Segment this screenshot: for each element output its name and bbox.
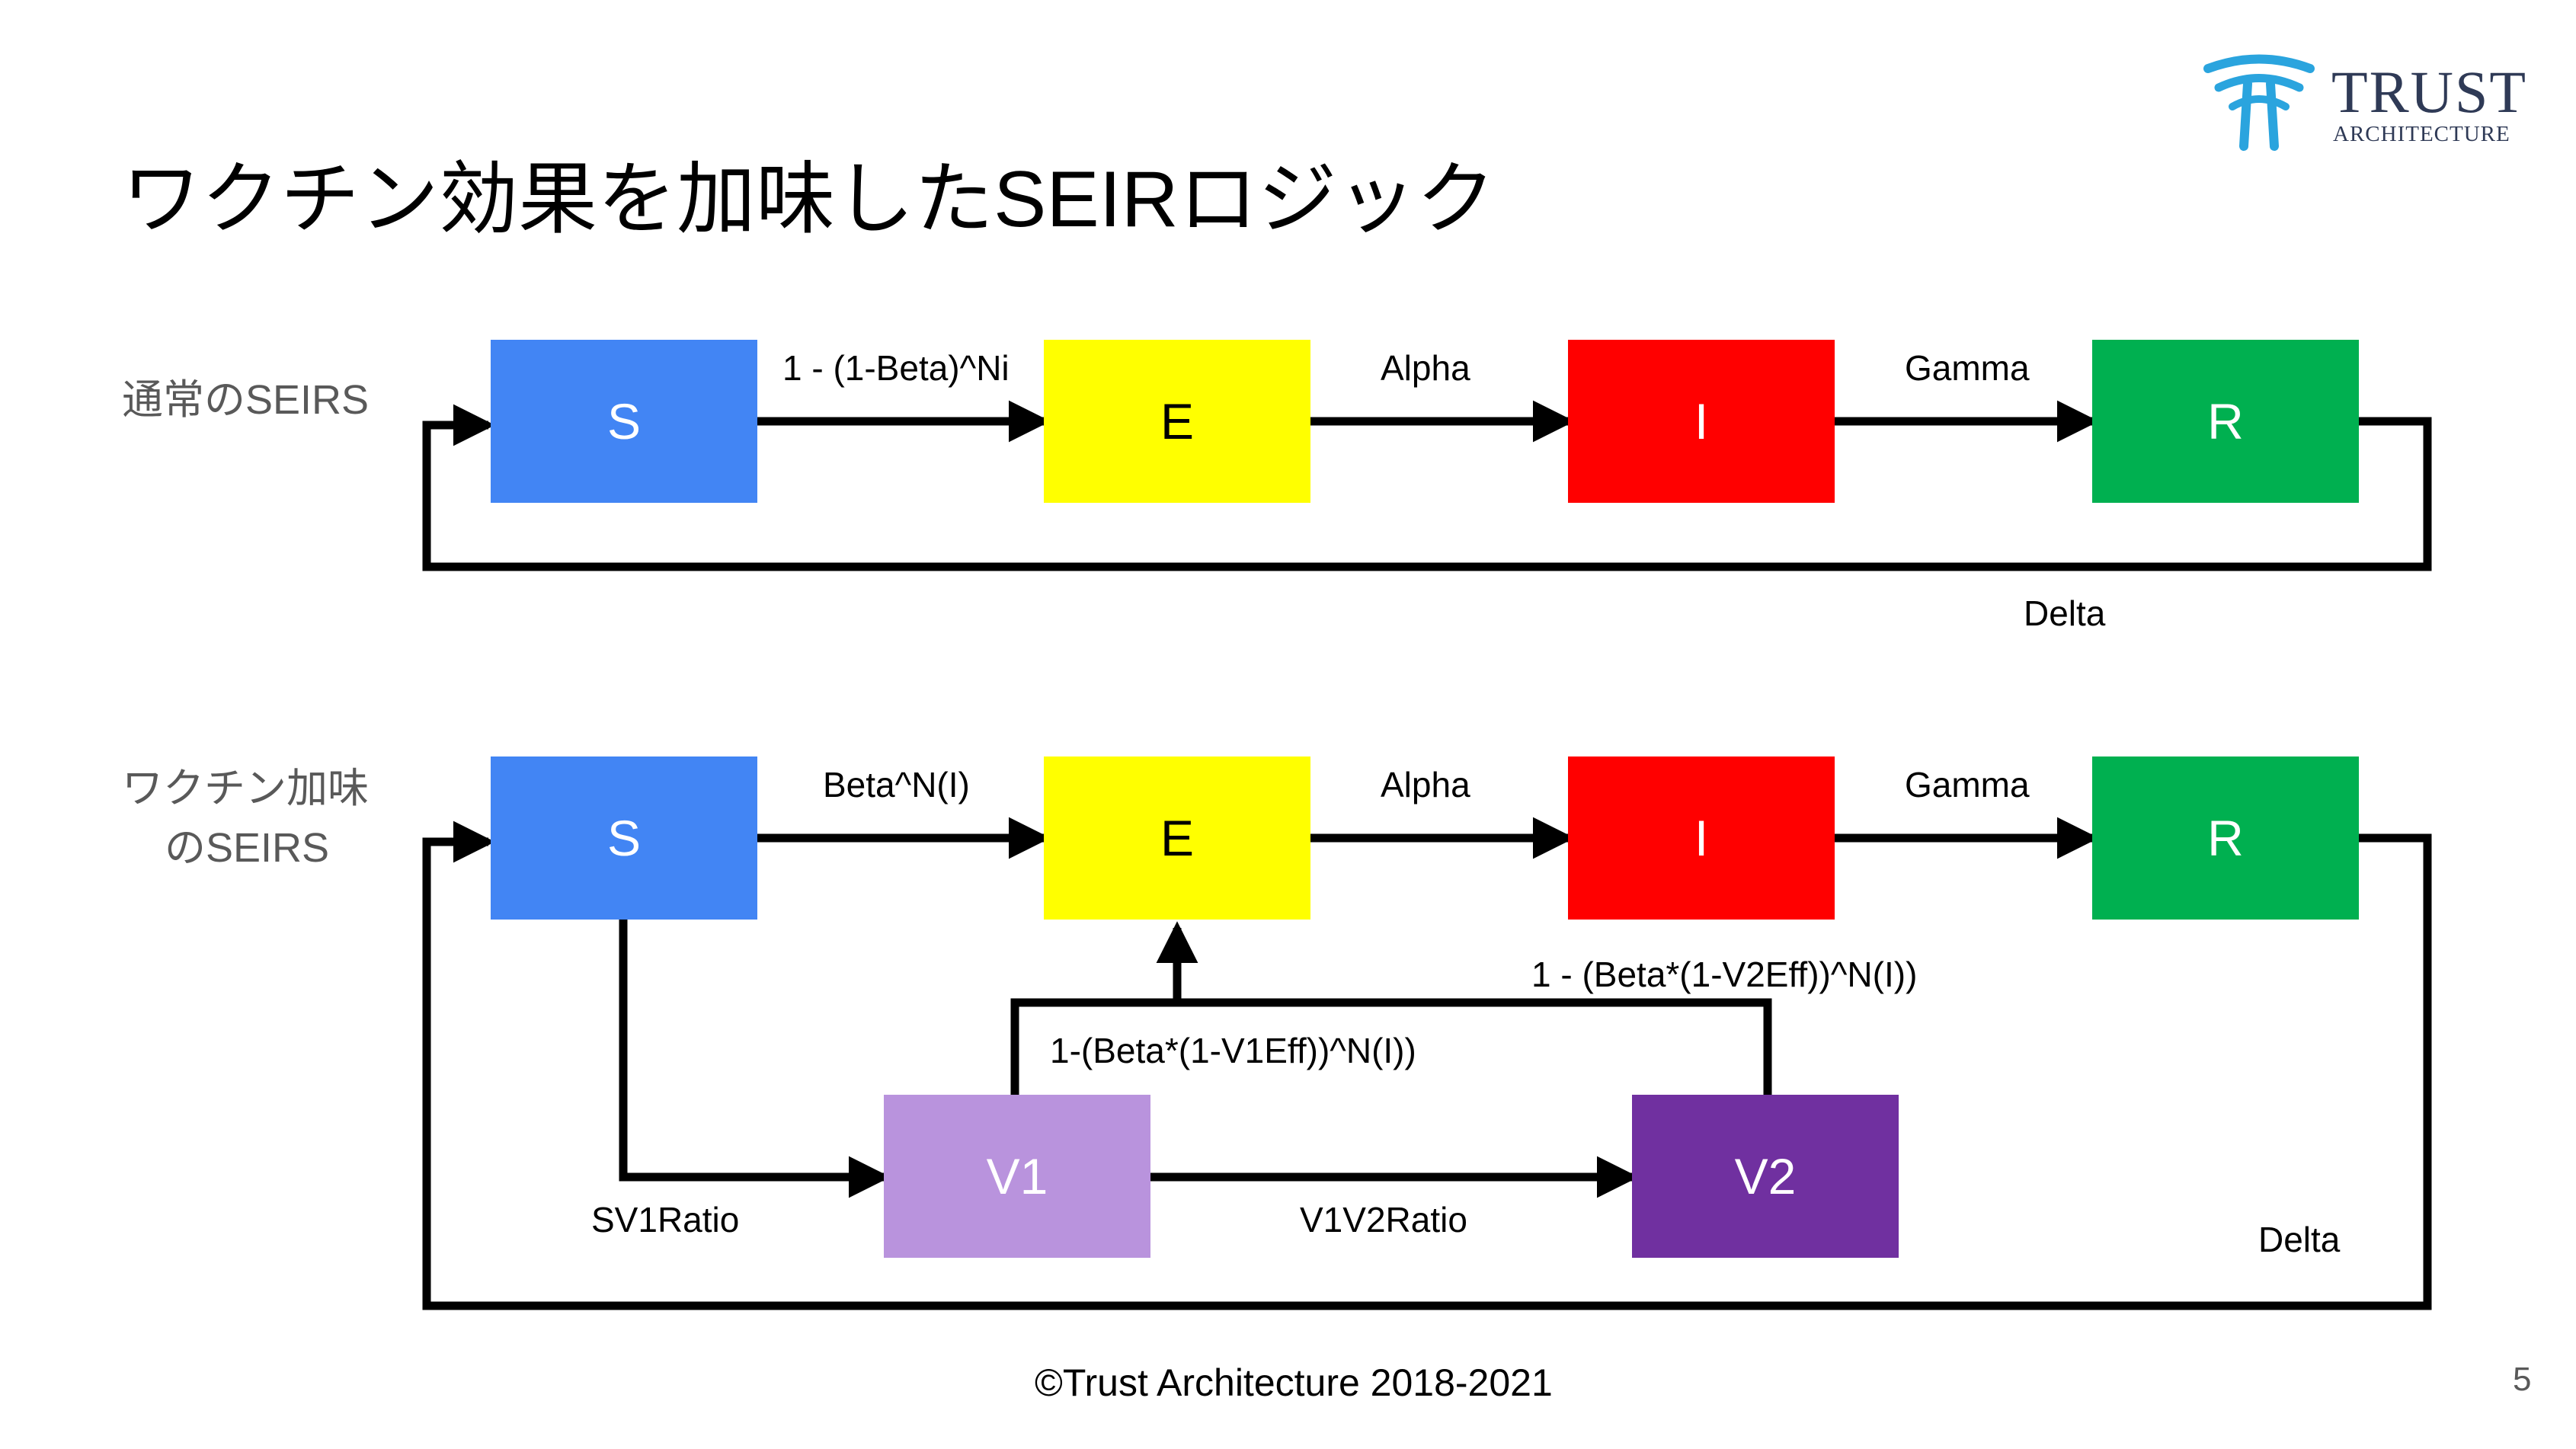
logo-text-trust: TRUST xyxy=(2331,59,2528,125)
node-label: E xyxy=(1160,393,1195,449)
node-vaccine-r: R xyxy=(2092,756,2359,920)
node-vaccine-i: I xyxy=(1568,756,1835,920)
node-label: S xyxy=(606,810,642,866)
edge-label-vaccine-s-to-e: Beta^N(I) xyxy=(823,765,970,804)
node-label: R xyxy=(2207,393,2244,449)
arrow-normal-r-to-s xyxy=(422,404,2432,571)
arrow-vaccine-r-to-s xyxy=(422,820,2432,1310)
node-vaccine-s: S xyxy=(491,756,757,920)
node-normal-e: E xyxy=(1044,340,1310,503)
edge-label-vaccine-r-to-s: Delta xyxy=(2258,1220,2341,1259)
edge-label-normal-e-to-i: Alpha xyxy=(1381,348,1470,388)
node-label: I xyxy=(1694,810,1709,866)
edge-label-vaccine-v1-to-v2: V1V2Ratio xyxy=(1300,1200,1467,1239)
edge-label-vaccine-i-to-r: Gamma xyxy=(1905,765,2030,804)
node-normal-s: S xyxy=(491,340,757,503)
edge-label-normal-s-to-e: 1 - (1-Beta)^Ni xyxy=(782,348,1010,388)
edge-label-vaccine-v2-to-e: 1 - (Beta*(1-V2Eff))^N(I)) xyxy=(1531,955,1918,994)
node-vaccine-v1: V1 xyxy=(884,1095,1150,1258)
node-label: I xyxy=(1694,393,1709,449)
edge-label-normal-r-to-s: Delta xyxy=(2024,593,2106,633)
node-normal-r: R xyxy=(2092,340,2359,503)
arrow-s-to-v1 xyxy=(619,919,891,1198)
row-label-normal: 通常のSEIRS xyxy=(122,377,370,423)
page-title: ワクチン効果を加味したSEIRロジック xyxy=(122,155,1496,244)
node-label: E xyxy=(1160,810,1195,866)
edge-label-vaccine-s-to-v1: SV1Ratio xyxy=(591,1200,740,1239)
node-normal-i: I xyxy=(1568,340,1835,503)
logo: TRUST ARCHITECTURE xyxy=(2202,53,2537,152)
logo-mark xyxy=(2203,54,2315,151)
node-label: V1 xyxy=(986,1148,1048,1204)
trust-logo-icon xyxy=(2203,54,2315,151)
node-label: S xyxy=(606,393,642,449)
node-vaccine-e: E xyxy=(1044,756,1310,920)
edge-label-vaccine-e-to-i: Alpha xyxy=(1381,765,1470,804)
arrow-v1-to-e xyxy=(1010,921,1198,1095)
logo-text-architecture: ARCHITECTURE xyxy=(2333,122,2510,146)
node-label: V2 xyxy=(1734,1148,1797,1204)
edge-label-vaccine-v1-to-e: 1-(Beta*(1-V1Eff))^N(I)) xyxy=(1050,1031,1416,1070)
copyright-footer: ©Trust Architecture 2018-2021 xyxy=(1035,1361,1553,1404)
row-label-vaccine-line2: のSEIRS xyxy=(165,825,330,871)
edge-label-normal-i-to-r: Gamma xyxy=(1905,348,2030,388)
node-label: R xyxy=(2207,810,2244,866)
arrow-v2-to-e xyxy=(1177,998,1772,1095)
page-number: 5 xyxy=(2513,1361,2532,1398)
node-vaccine-v2: V2 xyxy=(1632,1095,1899,1258)
row-label-vaccine-line1: ワクチン加味 xyxy=(122,766,369,811)
